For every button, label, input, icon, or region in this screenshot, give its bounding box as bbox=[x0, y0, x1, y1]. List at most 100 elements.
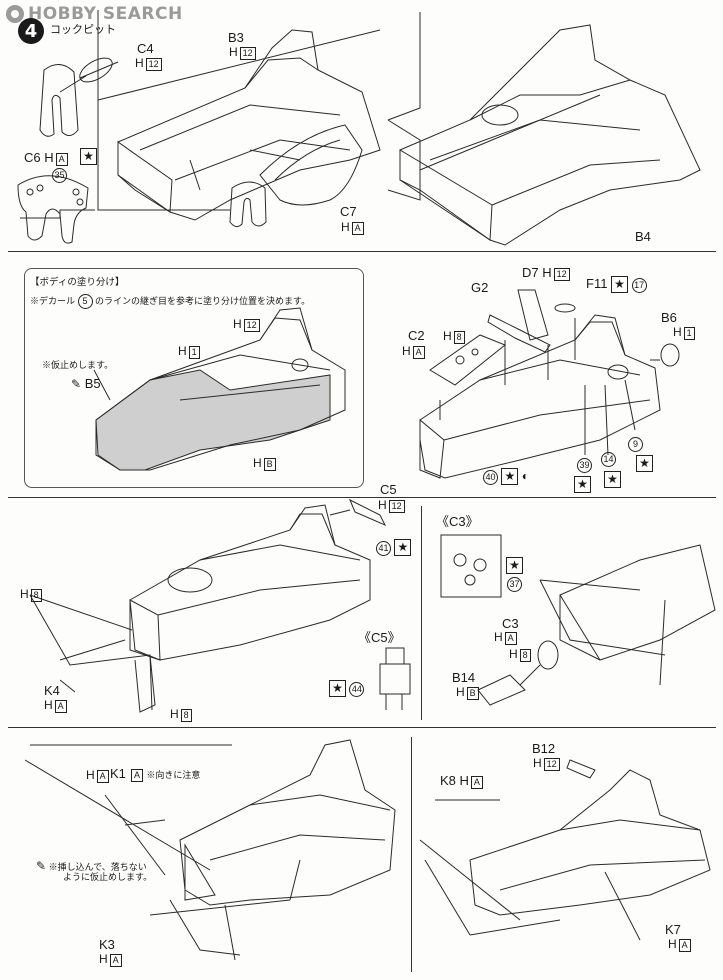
runner-number: A bbox=[412, 346, 425, 359]
decal-number: 5 bbox=[77, 294, 93, 309]
decal-number: 41 bbox=[376, 541, 391, 556]
body-paint-drawing bbox=[95, 307, 346, 471]
part-label-b4: B4 bbox=[635, 230, 651, 243]
decal-35: 35 bbox=[52, 168, 67, 183]
runner-number: A bbox=[55, 153, 68, 166]
part-label-f11: F11 ★ 17 bbox=[586, 276, 647, 293]
decal-44: ★ 44 bbox=[329, 680, 365, 697]
decal-number: 39 bbox=[577, 458, 592, 473]
part-label-c3: C3 bbox=[502, 617, 519, 630]
front-suspension-2-drawing bbox=[419, 759, 711, 941]
decal-number: 44 bbox=[349, 682, 365, 697]
part-label-k4: K4 bbox=[44, 684, 60, 697]
runner-letter: H bbox=[44, 698, 53, 712]
decal-number: 9 bbox=[628, 437, 643, 452]
part-label-c5: C5 bbox=[380, 483, 397, 496]
decal-number: 37 bbox=[507, 577, 522, 592]
chassis-b3-drawing bbox=[117, 29, 381, 221]
runner-number: 8 bbox=[453, 331, 465, 344]
part-label-b5: ✎ B5 bbox=[71, 377, 101, 390]
brand-watermark: HOBBY SEARCH bbox=[6, 4, 183, 24]
runner-number: A bbox=[96, 770, 109, 783]
step-title: コックピット bbox=[50, 24, 116, 36]
runner-letter: H bbox=[459, 773, 469, 788]
runner-number: 1 bbox=[188, 346, 200, 359]
runner-number: B bbox=[466, 687, 479, 700]
decal-39: 39 bbox=[577, 458, 592, 473]
note-text: ※向きに注意 bbox=[146, 770, 201, 780]
runner-letter: H bbox=[44, 150, 54, 165]
part-name: K4 bbox=[44, 683, 60, 698]
tack-note: ※仮止めします。 bbox=[42, 360, 114, 370]
part-label-b14: B14 bbox=[452, 671, 475, 684]
paint-star-c3: ★ bbox=[506, 557, 523, 574]
decal-number: 17 bbox=[631, 278, 647, 293]
front-suspension-drawing bbox=[24, 739, 396, 961]
part-label-b12: B12 bbox=[532, 741, 556, 756]
tack-icon: ✎ bbox=[36, 859, 47, 873]
part-label-g2: G2 bbox=[471, 281, 488, 294]
part-name: K8 bbox=[440, 773, 456, 788]
runner-number: 12 bbox=[239, 47, 256, 60]
seat-back-drawing bbox=[39, 64, 79, 137]
part-label-c4: C4 bbox=[137, 42, 154, 55]
runner-letter: H bbox=[443, 329, 452, 343]
paint-guide-title: 【ボディの塗り分け】 bbox=[30, 277, 125, 288]
part-name: D7 bbox=[522, 265, 539, 280]
part-name: B3 bbox=[228, 30, 244, 45]
runner-number: 12 bbox=[553, 268, 570, 281]
star-icon: ★ bbox=[329, 680, 346, 697]
part-name: C3 bbox=[502, 616, 519, 631]
runner-letter: H bbox=[135, 56, 144, 70]
part-label-c7: C7 bbox=[340, 205, 357, 218]
star-icon: ★ bbox=[636, 455, 653, 472]
divider-h2 bbox=[8, 497, 716, 498]
runner-letter: H bbox=[229, 45, 238, 59]
divider-h3 bbox=[8, 727, 716, 728]
direction-note: A ※向きに注意 bbox=[129, 768, 200, 782]
runner-letter: H bbox=[533, 756, 542, 770]
star-icon: ★ bbox=[604, 471, 621, 488]
star-icon: ★ bbox=[506, 557, 523, 574]
part-name: B4 bbox=[635, 229, 651, 244]
note-text: のラインの継ぎ目を参考に塗り分け位置を決めます。 bbox=[95, 296, 311, 306]
runner-number: 12 bbox=[145, 58, 162, 71]
decal-14: 14 bbox=[601, 452, 616, 467]
runner-number: A bbox=[131, 769, 144, 782]
steering-wheel-drawing bbox=[59, 57, 119, 93]
part-name: C7 bbox=[340, 204, 357, 219]
body-assembly-drawing bbox=[419, 289, 680, 479]
part-name: C2 bbox=[408, 328, 425, 343]
runner-letter: H bbox=[378, 498, 387, 512]
chassis-b4-drawing bbox=[399, 24, 701, 246]
insert-note: ✎ ※挿し込んで、落ちない bbox=[36, 860, 147, 872]
divider-v1 bbox=[421, 506, 422, 720]
runner-number: A bbox=[109, 954, 122, 967]
runner-number: A bbox=[54, 700, 67, 713]
insert-note-2: ように仮止めします。 bbox=[63, 872, 153, 882]
paint-star-9: ★ bbox=[636, 455, 653, 472]
body-k4-drawing bbox=[29, 498, 411, 713]
runner-letter: H bbox=[233, 317, 242, 331]
part-label-k3: K3 bbox=[99, 937, 115, 952]
step-number-badge: 4 bbox=[18, 18, 44, 44]
runner-number: 8 bbox=[180, 709, 192, 722]
inset-label-c3: 《C3》 bbox=[436, 514, 479, 529]
decal-41: 41 ★ bbox=[376, 539, 412, 556]
runner-letter: H bbox=[341, 220, 350, 234]
runner-letter: H bbox=[668, 937, 677, 951]
hobby-search-logo-icon bbox=[6, 5, 24, 23]
seat-back-small-drawing bbox=[229, 181, 267, 228]
